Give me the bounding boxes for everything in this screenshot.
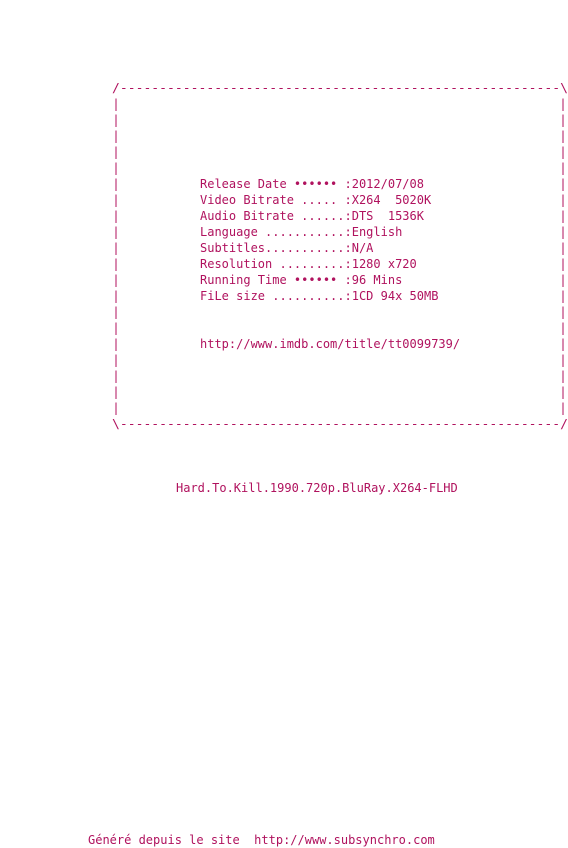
frame-right-side: | (559, 385, 567, 399)
frame-left-side: | (112, 401, 120, 415)
frame-right-side: | (559, 145, 567, 159)
release-date-row: Release Date •••••• :2012/07/08 (200, 177, 424, 191)
frame-right-side: | (559, 193, 567, 207)
frame-right-side: | (559, 97, 567, 111)
frame-right-side: | (559, 369, 567, 383)
footer-credit: Généré depuis le site http://www.subsync… (88, 833, 435, 847)
frame-top-border: /---------------------------------------… (112, 81, 568, 95)
frame-right-side: | (559, 289, 567, 303)
frame-left-side: | (112, 305, 120, 319)
frame-left-side: | (112, 257, 120, 271)
release-name: Hard.To.Kill.1990.720p.BluRay.X264-FLHD (176, 481, 458, 495)
frame-right-side: | (559, 337, 567, 351)
frame-left-side: | (112, 225, 120, 239)
audio-bitrate-row: Audio Bitrate ......:DTS 1536K (200, 209, 424, 223)
frame-left-side: | (112, 241, 120, 255)
file-size-row: FiLe size ..........:1CD 94x 50MB (200, 289, 439, 303)
frame-right-side: | (559, 305, 567, 319)
frame-right-side: | (559, 113, 567, 127)
frame-bottom-border: \---------------------------------------… (112, 417, 568, 431)
frame-left-side: | (112, 97, 120, 111)
frame-right-side: | (559, 177, 567, 191)
frame-left-side: | (112, 177, 120, 191)
frame-right-side: | (559, 257, 567, 271)
frame-left-side: | (112, 209, 120, 223)
resolution-row: Resolution .........:1280 x720 (200, 257, 417, 271)
frame-left-side: | (112, 129, 120, 143)
frame-right-side: | (559, 353, 567, 367)
running-time-row: Running Time •••••• :96 Mins (200, 273, 403, 287)
frame-left-side: | (112, 113, 120, 127)
frame-right-side: | (559, 129, 567, 143)
frame-left-side: | (112, 289, 120, 303)
frame-right-side: | (559, 225, 567, 239)
frame-right-side: | (559, 401, 567, 415)
frame-left-side: | (112, 337, 120, 351)
frame-left-side: | (112, 353, 120, 367)
frame-right-side: | (559, 161, 567, 175)
subtitles-row: Subtitles...........:N/A (200, 241, 374, 255)
frame-left-side: | (112, 145, 120, 159)
frame-right-side: | (559, 241, 567, 255)
video-bitrate-row: Video Bitrate ..... :X264 5020K (200, 193, 432, 207)
frame-left-side: | (112, 321, 120, 335)
imdb-link[interactable]: http://www.imdb.com/title/tt0099739/ (200, 337, 461, 351)
frame-right-side: | (559, 209, 567, 223)
frame-right-side: | (559, 273, 567, 287)
frame-right-side: | (559, 321, 567, 335)
frame-left-side: | (112, 193, 120, 207)
frame-left-side: | (112, 273, 120, 287)
frame-left-side: | (112, 369, 120, 383)
language-row: Language ...........:English (200, 225, 403, 239)
frame-left-side: | (112, 161, 120, 175)
frame-left-side: | (112, 385, 120, 399)
